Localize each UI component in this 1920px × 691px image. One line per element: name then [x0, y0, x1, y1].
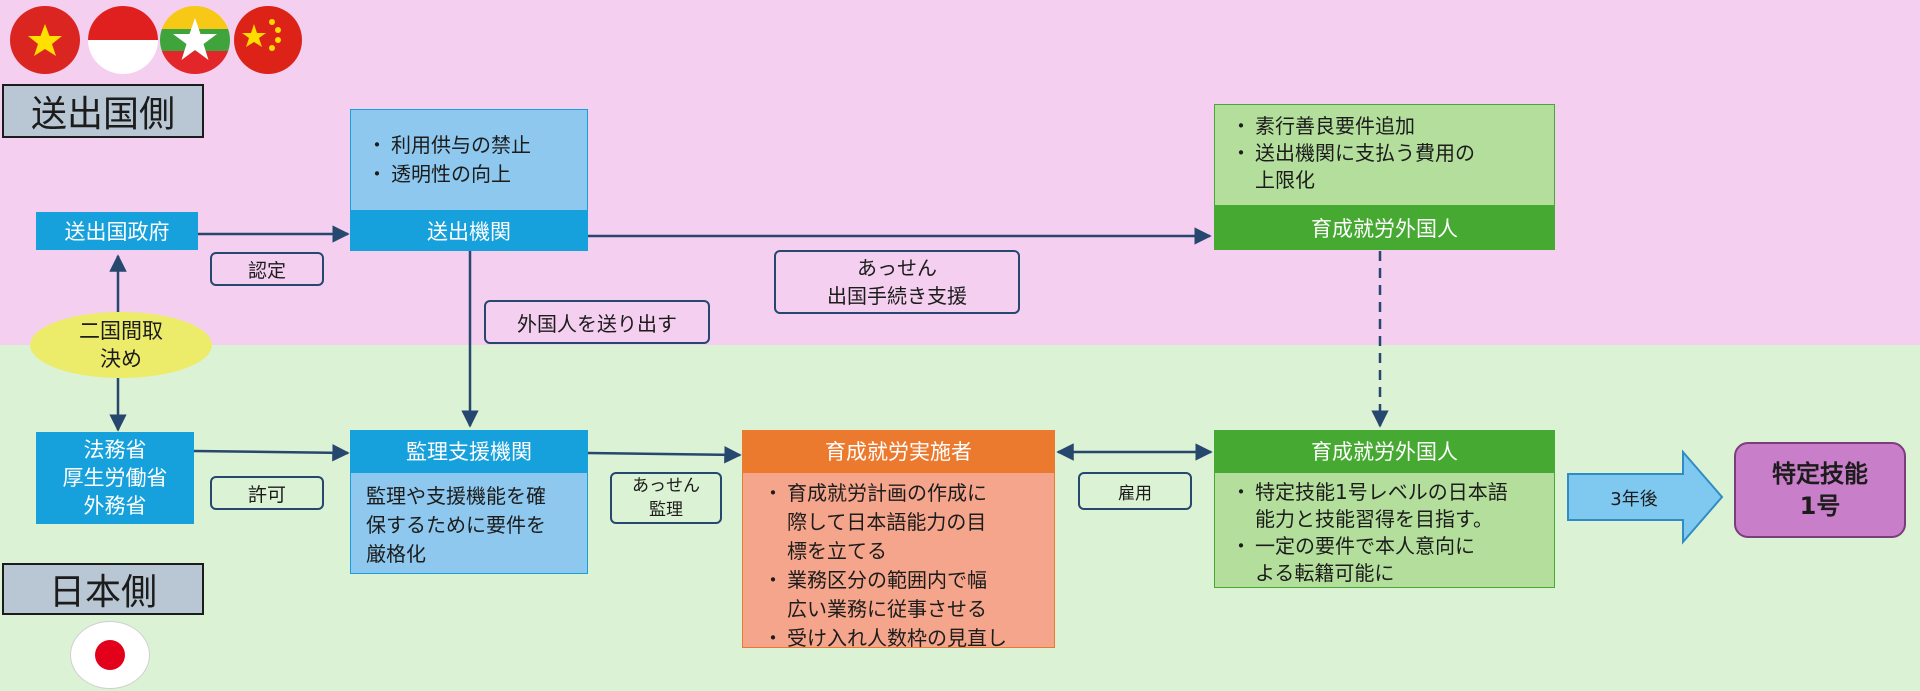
sending-agency-note-1: 利用供与の禁止	[363, 131, 577, 160]
foreigner-japan-notes: 特定技能1号レベルの日本語 能力と技能習得を目指す。 一定の要件で本人意向に よ…	[1214, 472, 1555, 588]
bilateral-agreement-line-1: 二国間取	[79, 319, 163, 343]
implementing-org-note-2: 業務区分の範囲内で幅	[759, 566, 1048, 595]
foreigner-japan-box: 育成就労外国人	[1214, 430, 1555, 472]
sending-agency-notes: 利用供与の禁止 透明性の向上	[350, 109, 588, 211]
bilateral-agreement-line-2: 決め	[100, 347, 142, 371]
arrow-ministries-to-supervising	[193, 444, 350, 462]
foreigner-japan-note-1b: 能力と技能習得を目指す。	[1227, 506, 1548, 533]
sending-agency-note-2: 透明性の向上	[363, 160, 577, 189]
flag-indonesia-icon	[88, 6, 158, 74]
specified-skill-box: 特定技能 1号	[1734, 442, 1906, 538]
supervising-org-note-1: 監理や支援機能を確	[366, 484, 546, 508]
implementing-org-note-1c: 標を立てる	[759, 537, 1048, 566]
foreigner-japan-note-1: 特定技能1号レベルの日本語	[1227, 479, 1548, 506]
flag-japan-icon	[70, 621, 150, 689]
foreigner-japan-note-2b-text: よる転籍可能に	[1255, 561, 1395, 585]
specified-skill-line-2: 1号	[1799, 492, 1841, 520]
supervising-org-note-2: 保するために要件を	[366, 513, 546, 537]
ministry-health-labour: 厚生労働省	[62, 466, 168, 490]
supervising-org-note-3: 厳格化	[366, 542, 426, 566]
implementing-org-note-2b-text: 広い業務に従事させる	[787, 597, 987, 621]
supervising-org-box: 監理支援機関	[350, 430, 588, 472]
label-send-out: 外国人を送り出す	[484, 300, 710, 344]
sending-government-box: 送出国政府	[36, 212, 198, 250]
arrow-three-years	[1567, 449, 1724, 545]
supervising-org-notes: 監理や支援機能を確 保するために要件を 厳格化	[350, 472, 588, 574]
japan-side-label: 日本側	[2, 563, 204, 615]
sending-side-label: 送出国側	[2, 84, 204, 138]
label-mediation-departure: あっせん 出国手続き支援	[774, 250, 1020, 314]
implementing-org-note-1: 育成就労計画の作成に	[759, 479, 1048, 508]
label-certification: 認定	[210, 252, 324, 286]
arrow-supervising-to-implementing	[587, 446, 742, 464]
label-mediation-departure-1: あっせん	[857, 256, 937, 280]
label-mediation-departure-2: 出国手続き支援	[827, 284, 967, 308]
foreigner-japan-note-1b-text: 能力と技能習得を目指す。	[1255, 507, 1493, 531]
ministry-foreign: 外務省	[83, 494, 147, 518]
ministries-box: 法務省 厚生労働省 外務省	[36, 432, 194, 524]
sending-agency-box: 送出機関	[350, 211, 588, 251]
specified-skill-line-1: 特定技能	[1772, 460, 1868, 488]
label-permission: 許可	[210, 476, 324, 510]
ministry-justice: 法務省	[83, 438, 147, 462]
foreigner-sending-box: 育成就労外国人	[1214, 206, 1555, 250]
foreigner-sending-note-1: 素行善良要件追加	[1227, 113, 1544, 140]
implementing-org-box: 育成就労実施者	[742, 430, 1055, 472]
label-mediation-supervision-2: 監理	[649, 500, 683, 520]
implementing-org-note-2b: 広い業務に従事させる	[759, 595, 1048, 624]
foreigner-japan-note-2: 一定の要件で本人意向に	[1227, 533, 1548, 560]
foreigner-japan-note-2b: よる転籍可能に	[1227, 560, 1548, 587]
flag-vietnam-icon	[10, 6, 80, 74]
label-after-3-years: 3年後	[1610, 489, 1658, 510]
flag-china-icon	[234, 6, 302, 74]
implementing-org-note-1b: 際して日本語能力の目	[759, 508, 1048, 537]
sending-country-region	[0, 0, 1920, 345]
foreigner-sending-note-2: 送出機関に支払う費用の	[1227, 140, 1544, 167]
implementing-org-note-1c-text: 標を立てる	[787, 539, 887, 563]
foreigner-sending-note-3: 上限化	[1255, 168, 1315, 192]
label-employment: 雇用	[1078, 472, 1192, 510]
label-mediation-supervision: あっせん 監理	[610, 472, 722, 524]
label-mediation-supervision-1: あっせん	[632, 476, 700, 496]
flag-myanmar-icon	[160, 6, 230, 74]
bilateral-agreement-ellipse: 二国間取 決め	[30, 312, 212, 378]
foreigner-sending-notes: 素行善良要件追加 送出機関に支払う費用の 上限化	[1214, 104, 1555, 206]
implementing-org-note-3: 受け入れ人数枠の見直し	[759, 624, 1048, 653]
implementing-org-notes: 育成就労計画の作成に 際して日本語能力の目 標を立てる 業務区分の範囲内で幅 広…	[742, 472, 1055, 650]
implementing-org-note-1b-text: 際して日本語能力の目	[787, 510, 987, 534]
